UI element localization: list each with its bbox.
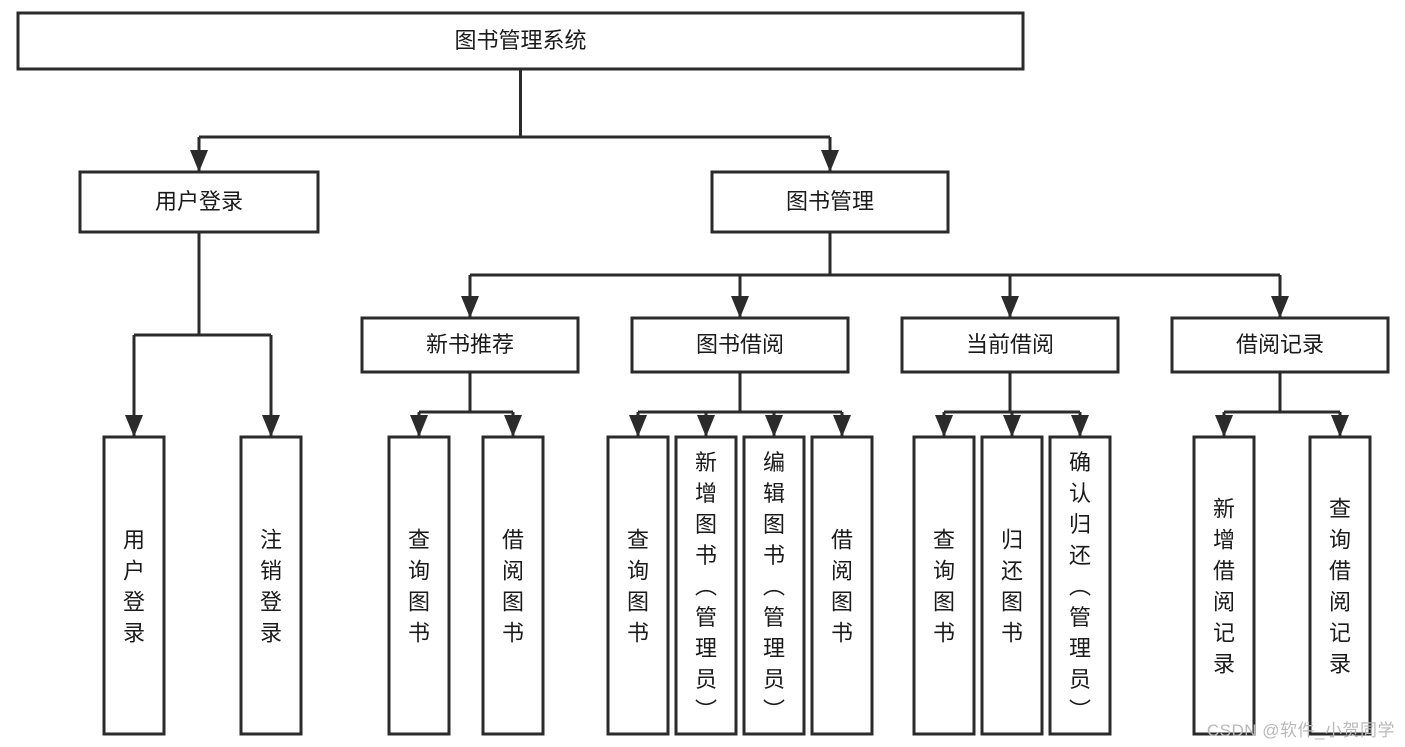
node-current-borrow[interactable]: 当前借阅: [900, 316, 1120, 374]
node-leaf-add-book[interactable]: 新增图书︵管理员︶: [674, 435, 738, 736]
node-book-manage-label: 图书管理: [786, 189, 874, 214]
node-leaf-edit-book[interactable]: 编辑图书︵管理员︶: [742, 435, 806, 736]
node-leaf-confirm-return[interactable]: 确认归还︵管理员︶: [1048, 435, 1112, 736]
node-leaf-borrow-book-2[interactable]: 借阅图书: [810, 435, 874, 736]
node-leaf-query-record-label: 查询借阅记录: [1329, 497, 1351, 677]
node-root-system-label: 图书管理系统: [454, 28, 586, 53]
node-leaf-add-book-label: 新增图书︵管理员︶: [695, 450, 717, 723]
node-leaf-user-login-box[interactable]: [102, 435, 166, 736]
node-leaf-query-book-1-box[interactable]: [387, 435, 451, 736]
node-new-book-recommend-label: 新书推荐: [426, 332, 514, 357]
node-user-login-label: 用户登录: [155, 189, 243, 214]
node-leaf-confirm-return-label: 确认归还︵管理员︶: [1069, 450, 1091, 723]
node-leaf-borrow-book-2-box[interactable]: [810, 435, 874, 736]
node-user-login-box[interactable]: [78, 170, 320, 234]
node-book-borrow-label: 图书借阅: [696, 332, 784, 357]
node-leaf-logout-label: 注销登录: [260, 528, 282, 646]
node-borrow-record-box[interactable]: [1170, 316, 1390, 374]
node-leaf-query-book-3-box[interactable]: [912, 435, 976, 736]
node-book-manage[interactable]: 图书管理: [710, 170, 950, 234]
node-leaf-logout[interactable]: 注销登录: [239, 435, 303, 736]
node-leaf-add-book-box[interactable]: [674, 435, 738, 736]
csdn-watermark: CSDN @软件_小贺同学: [1206, 721, 1395, 740]
node-user-login[interactable]: 用户登录: [78, 170, 320, 234]
node-leaf-query-book-1[interactable]: 查询图书: [387, 435, 451, 736]
node-new-book-recommend[interactable]: 新书推荐: [360, 316, 580, 374]
node-root-system[interactable]: 图书管理系统: [16, 11, 1025, 71]
node-leaf-edit-book-box[interactable]: [742, 435, 806, 736]
node-leaf-add-record[interactable]: 新增借阅记录: [1192, 435, 1256, 736]
node-borrow-record[interactable]: 借阅记录: [1170, 316, 1390, 374]
node-boxes-layer: 图书管理系统用户登录图书管理新书推荐图书借阅当前借阅借阅记录用户登录注销登录查询…: [16, 11, 1390, 736]
node-root-system-box[interactable]: [16, 11, 1025, 71]
node-borrow-record-label: 借阅记录: [1236, 332, 1324, 357]
connector-edges-layer: [125, 69, 1349, 437]
node-leaf-user-login[interactable]: 用户登录: [102, 435, 166, 736]
node-leaf-query-book-3-label: 查询图书: [933, 528, 955, 646]
node-leaf-return-book[interactable]: 归还图书: [980, 435, 1044, 736]
node-leaf-query-book-1-label: 查询图书: [408, 528, 430, 646]
node-leaf-borrow-book-1[interactable]: 借阅图书: [481, 435, 545, 736]
node-leaf-edit-book-label: 编辑图书︵管理员︶: [763, 450, 785, 723]
node-current-borrow-box[interactable]: [900, 316, 1120, 374]
node-leaf-borrow-book-1-label: 借阅图书: [502, 528, 524, 646]
node-leaf-query-book-3[interactable]: 查询图书: [912, 435, 976, 736]
node-leaf-add-record-label: 新增借阅记录: [1213, 497, 1235, 677]
node-book-borrow[interactable]: 图书借阅: [630, 316, 850, 374]
node-leaf-query-book-2-box[interactable]: [606, 435, 670, 736]
node-leaf-logout-box[interactable]: [239, 435, 303, 736]
node-current-borrow-label: 当前借阅: [966, 332, 1054, 357]
node-book-manage-box[interactable]: [710, 170, 950, 234]
node-leaf-return-book-box[interactable]: [980, 435, 1044, 736]
node-leaf-query-record[interactable]: 查询借阅记录: [1308, 435, 1372, 736]
node-leaf-query-record-box[interactable]: [1308, 435, 1372, 736]
node-leaf-query-book-2-label: 查询图书: [627, 528, 649, 646]
node-leaf-query-book-2[interactable]: 查询图书: [606, 435, 670, 736]
node-leaf-borrow-book-2-label: 借阅图书: [831, 528, 853, 646]
node-leaf-add-record-box[interactable]: [1192, 435, 1256, 736]
node-leaf-borrow-book-1-box[interactable]: [481, 435, 545, 736]
node-leaf-return-book-label: 归还图书: [1001, 528, 1023, 646]
node-new-book-recommend-box[interactable]: [360, 316, 580, 374]
node-book-borrow-box[interactable]: [630, 316, 850, 374]
node-leaf-confirm-return-box[interactable]: [1048, 435, 1112, 736]
node-leaf-user-login-label: 用户登录: [123, 528, 145, 646]
